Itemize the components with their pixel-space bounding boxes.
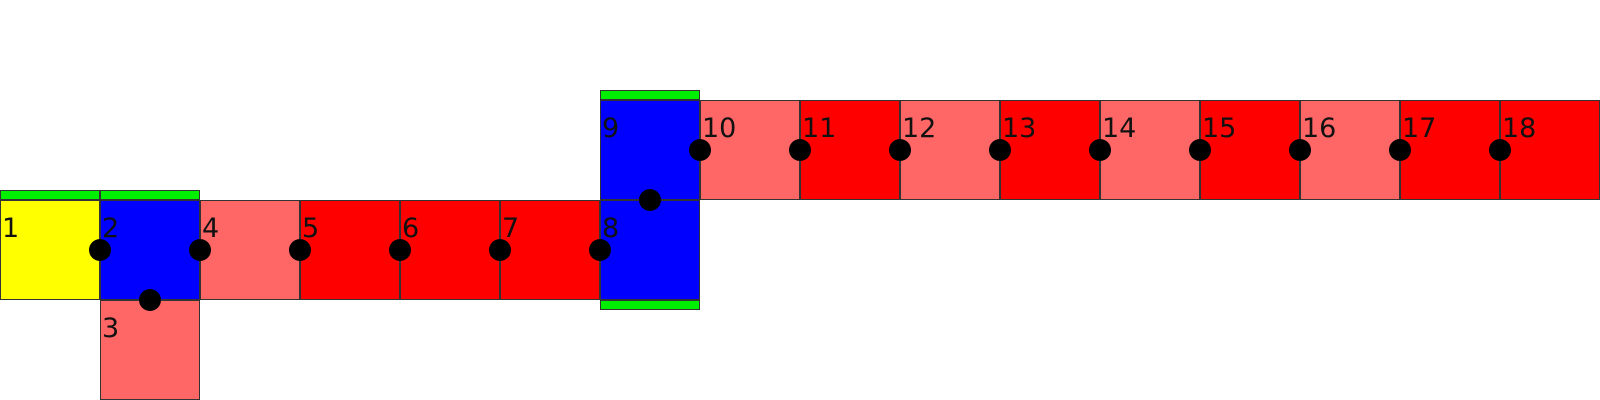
- joint-dot-8-9: [639, 189, 661, 211]
- cell-2: 2: [100, 200, 200, 300]
- cell-7: 7: [500, 200, 600, 300]
- joint-dot-2-4: [189, 239, 211, 261]
- cell-16: 16: [1300, 100, 1400, 200]
- cell-label: 5: [302, 213, 320, 244]
- joint-dot-14-15: [1189, 139, 1211, 161]
- cell-14: 14: [1100, 100, 1200, 200]
- joint-dot-5-6: [389, 239, 411, 261]
- cell-label: 13: [1002, 113, 1037, 144]
- joint-dot-4-5: [289, 239, 311, 261]
- green-bar-top-cell-1: [0, 190, 100, 200]
- joint-dot-10-11: [789, 139, 811, 161]
- cell-3: 3: [100, 300, 200, 400]
- cell-8: 8: [600, 200, 700, 300]
- cell-label: 1: [2, 213, 20, 244]
- cell-5: 5: [300, 200, 400, 300]
- cell-10: 10: [700, 100, 800, 200]
- cell-11: 11: [800, 100, 900, 200]
- cell-6: 6: [400, 200, 500, 300]
- cell-4: 4: [200, 200, 300, 300]
- joint-dot-12-13: [989, 139, 1011, 161]
- joint-dot-17-18: [1489, 139, 1511, 161]
- cell-13: 13: [1000, 100, 1100, 200]
- cell-label: 16: [1302, 113, 1337, 144]
- green-bar-top-cell-2: [100, 190, 200, 200]
- cell-17: 17: [1400, 100, 1500, 200]
- cell-9: 9: [600, 100, 700, 200]
- cell-label: 10: [702, 113, 737, 144]
- cell-label: 14: [1102, 113, 1137, 144]
- cell-15: 15: [1200, 100, 1300, 200]
- cell-label: 11: [802, 113, 837, 144]
- cell-label: 3: [102, 313, 120, 344]
- joint-dot-16-17: [1389, 139, 1411, 161]
- cell-label: 18: [1502, 113, 1537, 144]
- green-bar-top-cell-9: [600, 90, 700, 100]
- joint-dot-7-8: [589, 239, 611, 261]
- joint-dot-6-7: [489, 239, 511, 261]
- joint-dot-13-14: [1089, 139, 1111, 161]
- cell-label: 12: [902, 113, 937, 144]
- green-bar-bottom-cell-8: [600, 300, 700, 310]
- cell-12: 12: [900, 100, 1000, 200]
- joint-dot-11-12: [889, 139, 911, 161]
- joint-dot-9-10: [689, 139, 711, 161]
- cell-label: 17: [1402, 113, 1437, 144]
- cell-label: 6: [402, 213, 420, 244]
- joint-dot-2-3: [139, 289, 161, 311]
- cell-label: 4: [202, 213, 220, 244]
- joint-dot-1-2: [89, 239, 111, 261]
- cell-label: 8: [602, 213, 620, 244]
- cell-label: 2: [102, 213, 120, 244]
- cell-label: 9: [602, 113, 620, 144]
- joint-dot-15-16: [1289, 139, 1311, 161]
- cell-label: 15: [1202, 113, 1237, 144]
- cell-18: 18: [1500, 100, 1600, 200]
- cell-label: 7: [502, 213, 520, 244]
- cell-1: 1: [0, 200, 100, 300]
